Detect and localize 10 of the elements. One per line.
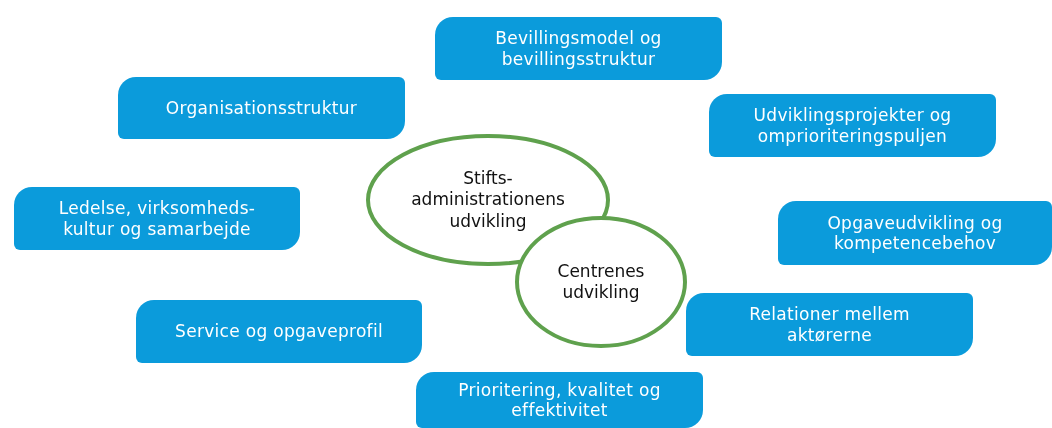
ellipse-label: Stifts-administrationens udvikling [410, 168, 566, 232]
topic-box: Service og opgaveprofil [136, 300, 422, 363]
topic-box: Opgaveudvikling og kompetencebehov [778, 201, 1052, 265]
ellipse-label: Centrenes udvikling [556, 260, 646, 304]
topic-box: Bevillingsmodel og bevillingsstruktur [435, 17, 722, 80]
topic-box: Prioritering, kvalitet og effektivitet [416, 372, 703, 428]
topic-box: Organisationsstruktur [118, 77, 405, 139]
topic-box: Ledelse, virksomheds-kultur og samarbejde [14, 187, 300, 250]
topic-box: Udviklingsprojekter og omprioriteringspuljen [709, 94, 996, 157]
topic-box: Relationer mellem aktørerne [686, 293, 973, 356]
